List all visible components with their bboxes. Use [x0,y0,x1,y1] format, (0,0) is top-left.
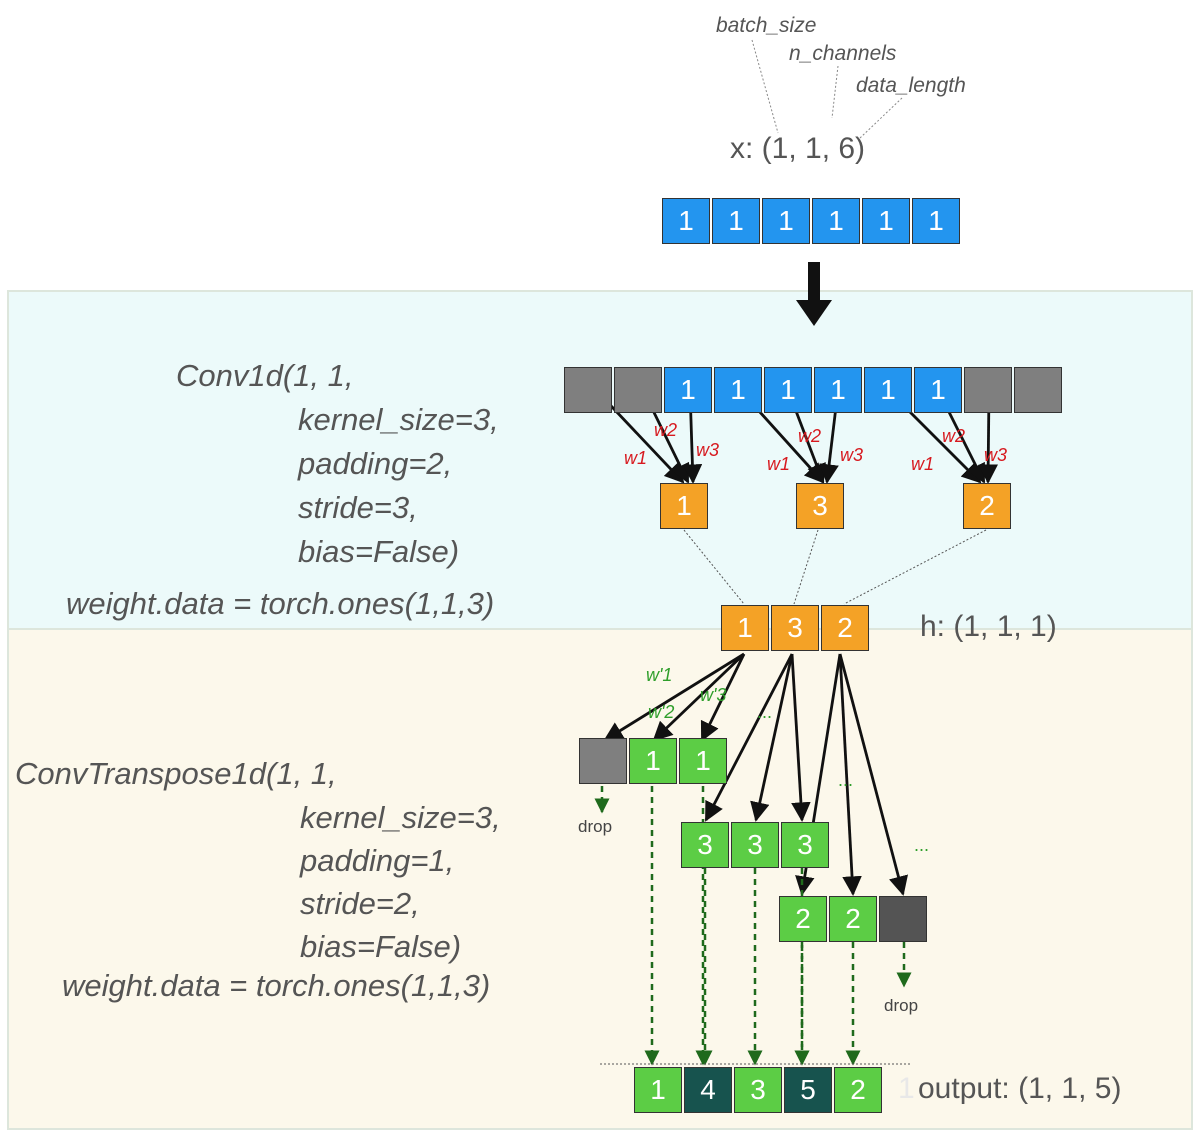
input-cell: 1 [912,198,960,244]
transpose-cell: 3 [681,822,729,868]
ellipsis: ... [914,835,930,855]
convtranspose1d-code-line: kernel_size=3, [300,800,501,835]
transpose-cell: 1 [679,738,727,784]
convtranspose1d-code-line: ConvTranspose1d(1, 1, [15,756,337,791]
dropped-cell [579,738,627,784]
ellipsis: ... [838,770,854,790]
transpose-cell: 2 [829,896,877,942]
big-down-arrow [796,262,832,326]
padding-cell [564,367,612,413]
convtranspose1d-code-line: stride=2, [300,886,420,921]
input-cell: 1 [762,198,810,244]
padded-input-cell: 1 [714,367,762,413]
output-overlap-cell: 4 [684,1067,732,1113]
weight-label-w-prime-1: w'1 [646,665,673,685]
weight-label-w3: w3 [984,445,1008,465]
padded-input-cell: 1 [864,367,912,413]
conv1d-code-line: padding=2, [298,446,453,481]
annotation-n-channels: n_channels [789,42,897,65]
drop-label: drop [578,817,613,836]
conv-result-cell: 1 [660,483,708,529]
hidden-cell: 1 [721,605,769,651]
output-cell: 1 [634,1067,682,1113]
padding-cell [1014,367,1062,413]
h-shape-label: h: (1, 1, 1) [920,610,1057,643]
dropped-cell [879,896,927,942]
conv-result-cell: 3 [796,483,844,529]
conv1d-code-line: stride=3, [298,490,418,525]
output-stray-digit: 1 [898,1072,915,1105]
input-cell: 1 [862,198,910,244]
hidden-cell: 2 [821,605,869,651]
conv1d-weight-line: weight.data = torch.ones(1,1,3) [66,586,495,621]
output-cell: 3 [734,1067,782,1113]
weight-label-w-prime-2: w'2 [648,702,675,722]
input-cell: 1 [662,198,710,244]
convtranspose-arrows [603,652,909,896]
ellipsis: ... [757,702,773,722]
weight-label-w1: w1 [767,454,791,474]
conv1d-code-line: kernel_size=3, [298,402,499,437]
annotation-batch-size: batch_size [716,14,817,37]
padding-cell [614,367,662,413]
transpose-cell: 3 [731,822,779,868]
transpose-cell: 1 [629,738,677,784]
padded-input-cell: 1 [764,367,812,413]
conv1d-code-line: Conv1d(1, 1, [176,358,354,393]
weight-label-w2: w2 [942,426,966,446]
transpose-cell: 2 [779,896,827,942]
weight-label-w2: w2 [654,420,678,440]
padding-cell [964,367,1012,413]
input-cell: 1 [812,198,860,244]
convtranspose1d-code-line: bias=False) [300,929,462,964]
weight-label-w1: w1 [911,454,935,474]
convtranspose1d-code-line: padding=1, [300,843,455,878]
padded-input-cell: 1 [914,367,962,413]
padded-input-cell: 1 [814,367,862,413]
convtranspose1d-weight-line: weight.data = torch.ones(1,1,3) [62,968,491,1003]
output-cell: 2 [834,1067,882,1113]
conv-to-hidden-leaders [683,529,987,605]
output-overlap-cell: 5 [784,1067,832,1113]
input-cell: 1 [712,198,760,244]
output-shape-label: output: (1, 1, 5) [918,1072,1122,1105]
conv1d-code-line: bias=False) [298,534,460,569]
weight-label-w3: w3 [696,440,720,460]
annotation-data-length: data_length [856,74,966,97]
x-shape-label: x: (1, 1, 6) [730,132,866,165]
conv-result-cell: 2 [963,483,1011,529]
hidden-cell: 3 [771,605,819,651]
conv1d-panel [7,290,1193,630]
padded-input-cell: 1 [664,367,712,413]
convtranspose1d-panel [7,628,1193,1130]
weight-label-w1: w1 [624,448,648,468]
weight-label-w2: w2 [798,426,822,446]
weight-label-w-prime-3: w'3 [700,685,727,705]
transpose-cell: 3 [781,822,829,868]
annotation-leaders [751,39,903,139]
drop-label: drop [884,996,919,1015]
weight-label-w3: w3 [840,445,864,465]
